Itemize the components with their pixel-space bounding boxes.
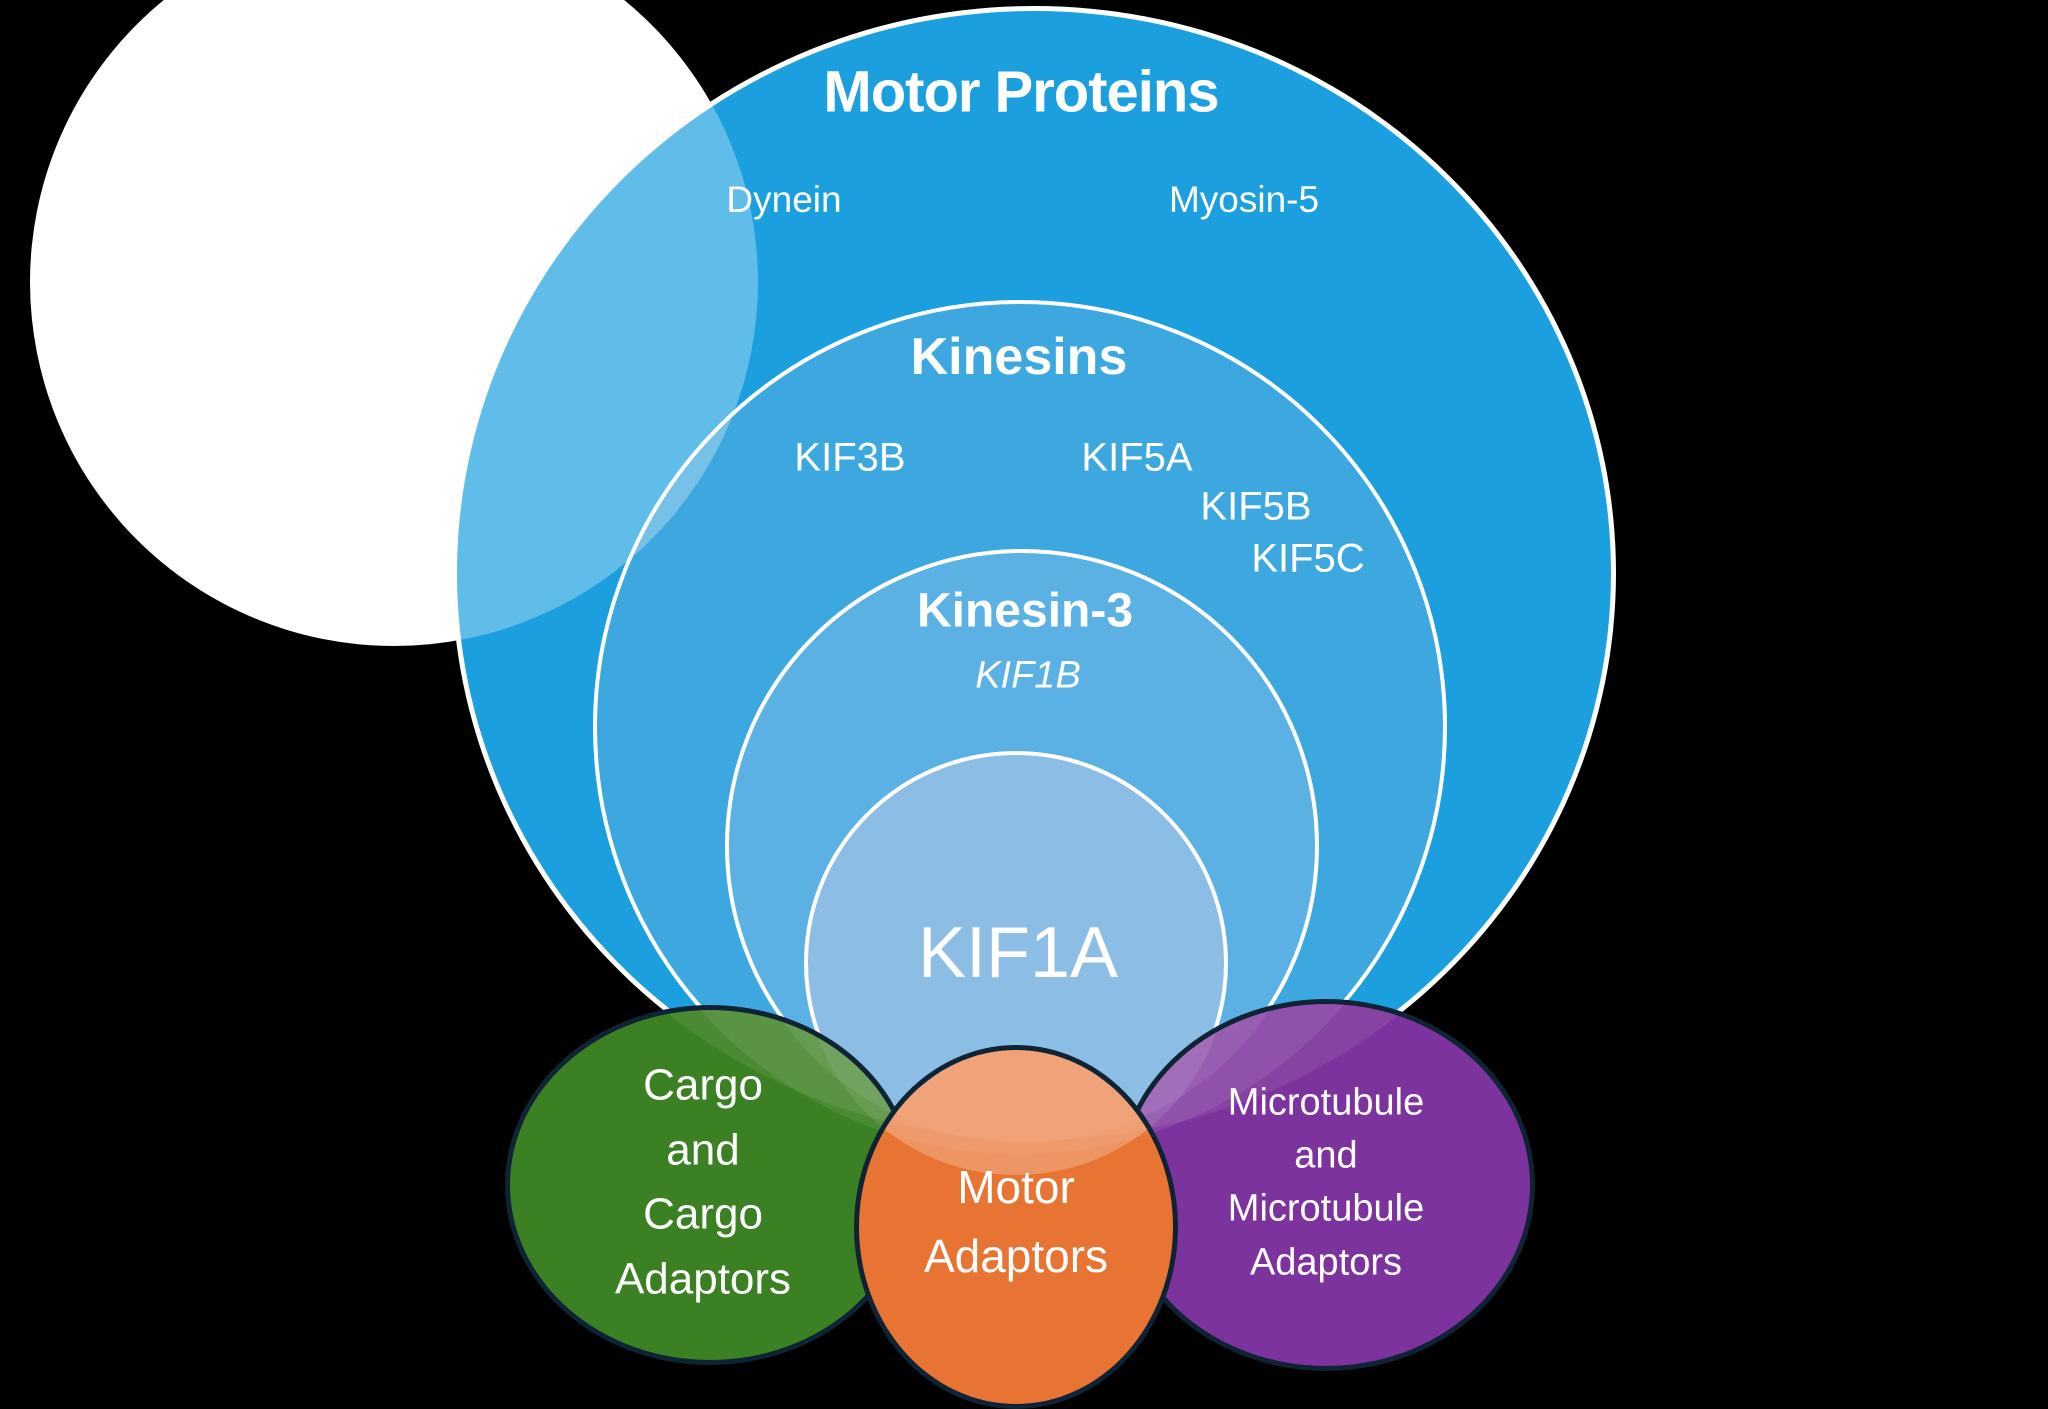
microtubule-label-line: Microtubule [1227, 1188, 1425, 1230]
kif5b-label: KIF5B [1200, 484, 1312, 529]
myosin-5-label: Myosin-5 [1168, 179, 1320, 220]
cargo-label-line: Cargo [643, 1190, 763, 1239]
cargo-label-line: Cargo [643, 1060, 763, 1110]
kif5c-label: KIF5C [1251, 536, 1365, 581]
kif1b-label: KIF1B [975, 654, 1081, 697]
dynein-label: Dynein [726, 179, 842, 220]
microtubule-label-line: and [1294, 1134, 1358, 1177]
microtubule-label-line: Microtubule [1227, 1081, 1425, 1124]
cargo-label-line: and [666, 1125, 740, 1175]
motor-proteins-label: Motor Proteins [823, 59, 1219, 125]
kif3b-label: KIF3B [794, 435, 906, 480]
kinesins-label: Kinesins [910, 328, 1128, 386]
motor-adaptors-label-line: Motor [957, 1161, 1075, 1213]
kif1a-label: KIF1A [917, 913, 1119, 993]
motor-adaptors-label-line: Adaptors [923, 1230, 1109, 1282]
microtubule-adaptors-label: Microtubule and Microtubule Adaptors [1228, 1077, 1424, 1290]
cargo-label-line: Adaptors [614, 1254, 792, 1304]
microtubule-label-line: Adaptors [1249, 1241, 1403, 1284]
kif5a-label: KIF5A [1081, 435, 1193, 480]
motor-adaptors-label: Motor Adaptors [924, 1153, 1108, 1291]
cargo-adaptors-label: Cargo and Cargo Adaptors [615, 1054, 791, 1313]
kinesin-3-label: Kinesin-3 [916, 584, 1134, 638]
